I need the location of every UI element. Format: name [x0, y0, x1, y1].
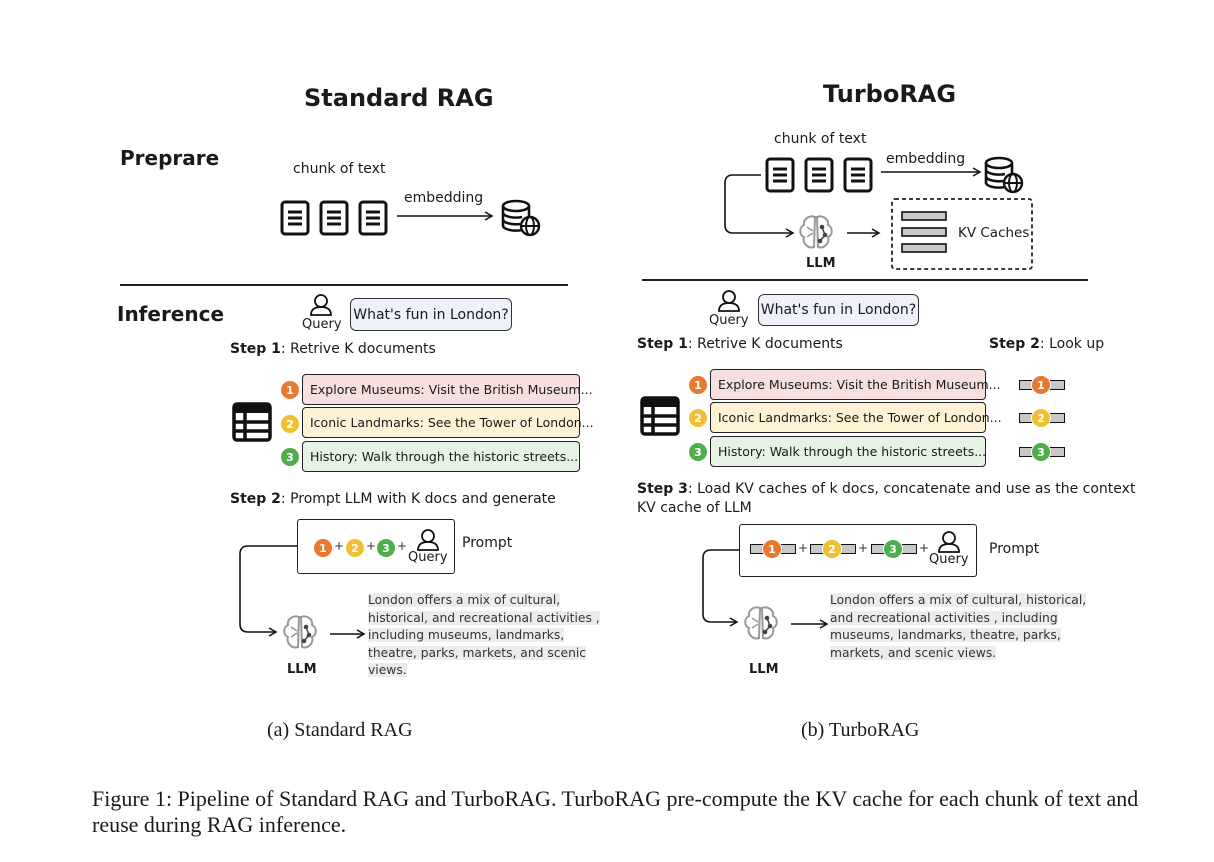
- doc-item-3: History: Walk through the historic stree…: [302, 441, 580, 472]
- brain-icon: [283, 615, 317, 649]
- doc-item-1: Explore Museums: Visit the British Museu…: [710, 369, 1001, 400]
- user-icon: [417, 529, 439, 551]
- document-icon: [280, 200, 310, 236]
- brain-icon: [799, 215, 833, 249]
- kv-badge-2: 2: [1031, 408, 1051, 428]
- kv-caches-label: KV Caches: [958, 225, 1030, 241]
- divider-line: [120, 284, 568, 286]
- right-flow-arrows: [702, 549, 829, 629]
- embedding-label: embedding: [404, 190, 484, 206]
- document-icon: [319, 200, 349, 236]
- prompt-badge-1: 1: [762, 539, 782, 559]
- kv-cache-box: [891, 198, 1033, 270]
- prompt-badge-2: 2: [822, 539, 842, 559]
- prompt-box: [739, 524, 977, 577]
- step1-label: Step 1: Retrive K documents: [637, 336, 843, 352]
- left-prepare-graphic: [280, 199, 541, 237]
- prepare-label: Preprare: [120, 146, 220, 170]
- standard-rag-title: Standard RAG: [304, 84, 494, 112]
- llm-response: London offers a mix of cultural, histori…: [830, 593, 1087, 660]
- right-prepare-graphic: [724, 156, 1033, 270]
- user-icon: [310, 294, 332, 316]
- document-icon: [765, 157, 795, 193]
- kv-cache-bar-icon: [901, 227, 947, 237]
- chunk-label: chunk of text: [293, 161, 386, 177]
- query-label: Query: [709, 313, 749, 328]
- figure-caption: Figure 1: Pipeline of Standard RAG and T…: [92, 786, 1139, 837]
- kv-badge-1: 1: [1031, 375, 1051, 395]
- prompt-label: Prompt: [989, 541, 1040, 557]
- badge-3: 3: [280, 447, 300, 467]
- plus-sign: +: [397, 539, 408, 553]
- badge-1: 1: [280, 380, 300, 400]
- query-box: What's fun in London?: [350, 298, 512, 331]
- badge-2: 2: [280, 414, 300, 434]
- document-icon: [804, 157, 834, 193]
- plus-sign: +: [919, 541, 930, 555]
- prompt-query-label: Query: [408, 550, 448, 565]
- doc-item-1: Explore Museums: Visit the British Museu…: [302, 374, 593, 405]
- divider-line: [642, 279, 1088, 281]
- badge-2: 2: [688, 408, 708, 428]
- database-globe-icon: [501, 199, 541, 237]
- doc-item-2: Iconic Landmarks: See the Tower of Londo…: [710, 402, 1002, 433]
- query-box: What's fun in London?: [758, 294, 919, 326]
- brain-icon: [744, 606, 778, 640]
- doc-item-3: History: Walk through the historic stree…: [710, 436, 986, 467]
- kv-badge-3: 3: [1031, 442, 1051, 462]
- step2-label: Step 2: Look up: [989, 336, 1105, 352]
- chunk-label: chunk of text: [774, 131, 867, 147]
- llm-label: LLM: [806, 256, 836, 271]
- llm-label: LLM: [287, 662, 317, 677]
- doc-item-2: Iconic Landmarks: See the Tower of Londo…: [302, 407, 594, 438]
- llm-response: London offers a mix of cultural, histori…: [368, 593, 600, 677]
- user-icon: [938, 531, 960, 553]
- step1-label: Step 1: Retrive K documents: [230, 341, 436, 357]
- user-icon: [718, 290, 740, 312]
- caption-a: (a) Standard RAG: [267, 719, 413, 741]
- inference-label: Inference: [117, 302, 225, 326]
- badge-1: 1: [688, 375, 708, 395]
- prompt-label: Prompt: [462, 535, 513, 551]
- badge-3: 3: [688, 442, 708, 462]
- prompt-badge-1: 1: [313, 538, 333, 558]
- plus-sign: +: [858, 541, 869, 555]
- plus-sign: +: [366, 539, 377, 553]
- step2-label: Step 2: Prompt LLM with K docs and gener…: [230, 491, 556, 507]
- plus-sign: +: [334, 539, 345, 553]
- table-icon: [232, 402, 272, 442]
- database-globe-icon: [984, 156, 1024, 194]
- caption-b: (b) TurboRAG: [801, 719, 920, 741]
- prompt-badge-3: 3: [376, 538, 396, 558]
- plus-sign: +: [798, 541, 809, 555]
- left-flow-arrows: [239, 545, 366, 639]
- document-icon: [358, 200, 388, 236]
- table-icon: [640, 396, 680, 436]
- prompt-query-label: Query: [929, 552, 969, 567]
- kv-cache-bar-icon: [901, 243, 947, 253]
- prompt-box: [297, 519, 455, 574]
- document-icon: [843, 157, 873, 193]
- step3-label: Step 3: Load KV caches of k docs, concat…: [637, 481, 1136, 516]
- query-label: Query: [302, 317, 342, 332]
- prompt-badge-3: 3: [883, 539, 903, 559]
- kv-cache-bar-icon: [901, 211, 947, 221]
- llm-label: LLM: [749, 662, 779, 677]
- prompt-badge-2: 2: [345, 538, 365, 558]
- embedding-label: embedding: [886, 151, 966, 167]
- turborag-title: TurboRAG: [823, 80, 957, 108]
